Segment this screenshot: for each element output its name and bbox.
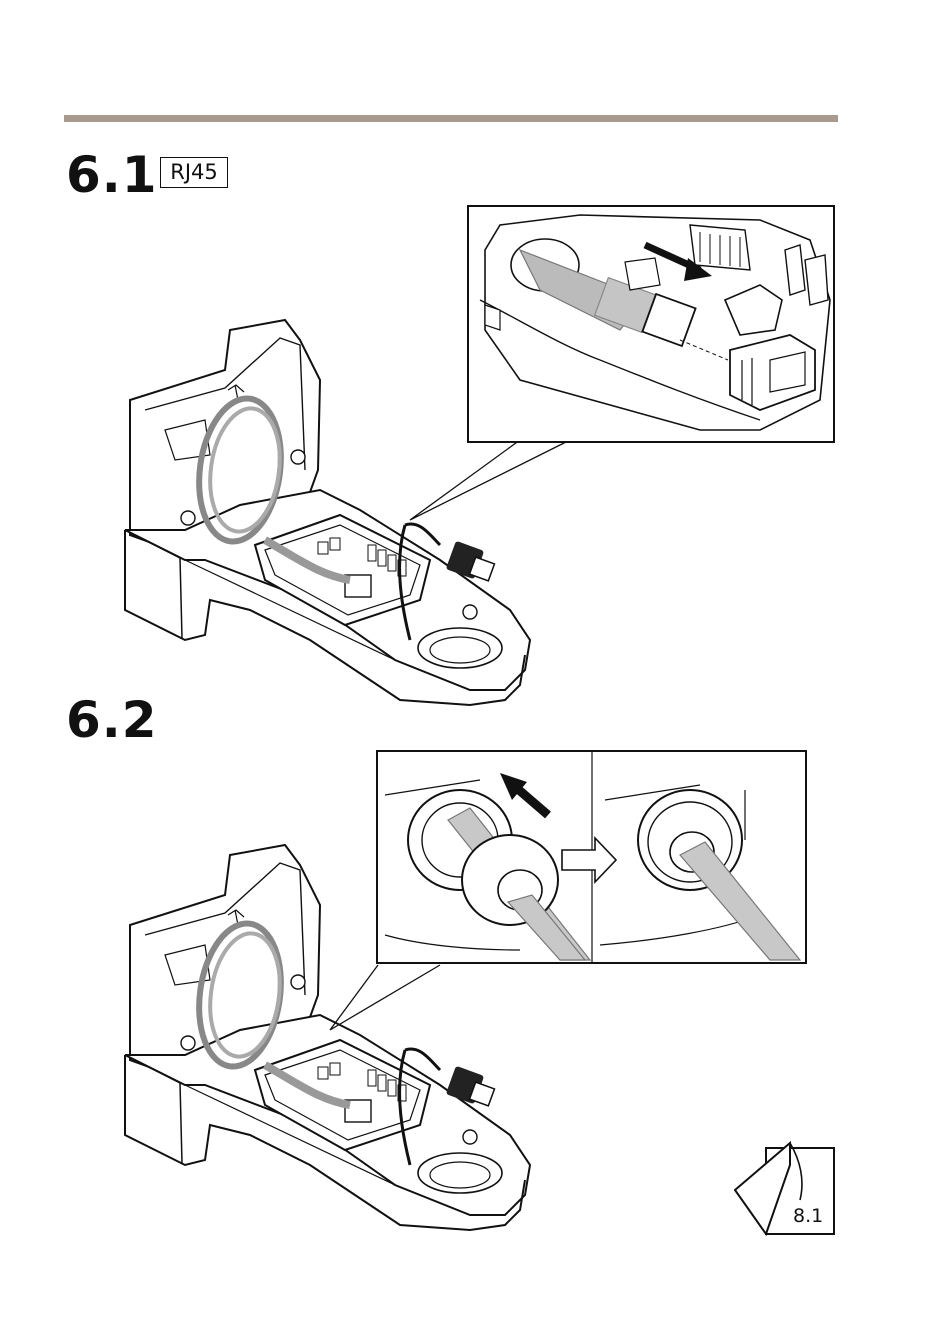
cable-gasket-detail-inset (377, 751, 806, 963)
rj45-detail-inset (468, 206, 834, 442)
page-reference-label: 8.1 (793, 1207, 823, 1226)
